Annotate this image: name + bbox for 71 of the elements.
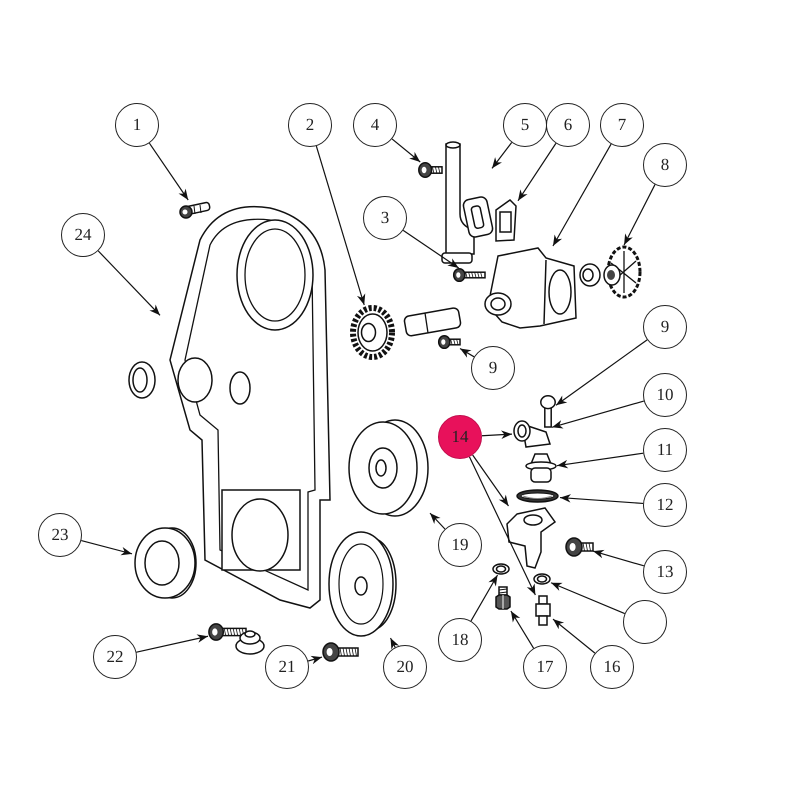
leader-line (308, 656, 322, 664)
callout-number: 21 (265, 645, 309, 689)
leader-line (430, 512, 446, 530)
leader-line (470, 574, 498, 622)
leader-line (316, 146, 366, 306)
callout-circle (623, 600, 667, 644)
callout-number: 5 (503, 103, 547, 147)
callout-number: 16 (590, 645, 634, 689)
callout-number: 3 (363, 196, 407, 240)
leader-line (482, 430, 512, 440)
leader-line (550, 582, 625, 614)
thermostat-drawing (525, 452, 557, 484)
bolt-drawing (565, 537, 593, 557)
callout-number: 18 (438, 618, 482, 662)
callout-number: 9 (643, 305, 687, 349)
washer-drawing (492, 563, 510, 575)
callout-number: 7 (600, 103, 644, 147)
leader-line (472, 454, 509, 506)
leader-line (136, 634, 208, 653)
leader-line (392, 138, 421, 162)
callout-number: 12 (643, 483, 687, 527)
callout-number: 19 (438, 523, 482, 567)
pipe-drawing (440, 140, 492, 265)
callout-number: 24 (61, 213, 105, 257)
bolt-drawing (418, 162, 442, 178)
bolt-drawing (322, 642, 358, 662)
seal-ring-drawing (515, 488, 560, 504)
callout-number: 22 (93, 635, 137, 679)
pin-drawing (178, 200, 212, 220)
washer-drawing (533, 573, 551, 585)
leader-line (81, 540, 132, 556)
cap-drawing (132, 525, 198, 600)
sprocket-drawing (350, 305, 395, 360)
leader-line (402, 230, 460, 268)
callout-number: 17 (523, 645, 567, 689)
callout-number: 13 (643, 550, 687, 594)
callout-number: 20 (383, 645, 427, 689)
impeller-drawing (578, 245, 642, 300)
leader-line (552, 618, 596, 654)
leader-line (624, 184, 656, 246)
leader-line (492, 142, 512, 169)
elbow-fitting-drawing (512, 418, 552, 448)
leader-line (510, 610, 534, 649)
bolt-drawing (453, 268, 485, 282)
leader-line (468, 456, 536, 596)
sensor-drawing (533, 595, 553, 627)
thermostat-housing-drawing (505, 506, 557, 570)
plug-drawing (494, 585, 512, 611)
leader-line (518, 143, 556, 202)
callout-number: 2 (288, 103, 332, 147)
callout-number: 8 (643, 143, 687, 187)
leader-line (390, 638, 400, 650)
callout-number: 9 (471, 346, 515, 390)
leader-line (460, 348, 474, 358)
callout-number: 23 (38, 513, 82, 557)
callout-number: 11 (643, 428, 687, 472)
callout-number: 14 (438, 415, 482, 459)
leader-line (556, 452, 644, 468)
callout-number: 1 (115, 103, 159, 147)
bolt-drawing (540, 395, 556, 427)
leader-line (592, 550, 644, 566)
callout-number: 6 (546, 103, 590, 147)
callout-number: 10 (643, 373, 687, 417)
leader-line (98, 250, 160, 316)
leader-line (556, 339, 648, 406)
leader-line (552, 400, 644, 428)
callout-number: 4 (353, 103, 397, 147)
leader-line (552, 144, 612, 246)
bolt-drawing (438, 335, 460, 349)
leader-line (560, 494, 644, 504)
leader-line (148, 142, 189, 200)
